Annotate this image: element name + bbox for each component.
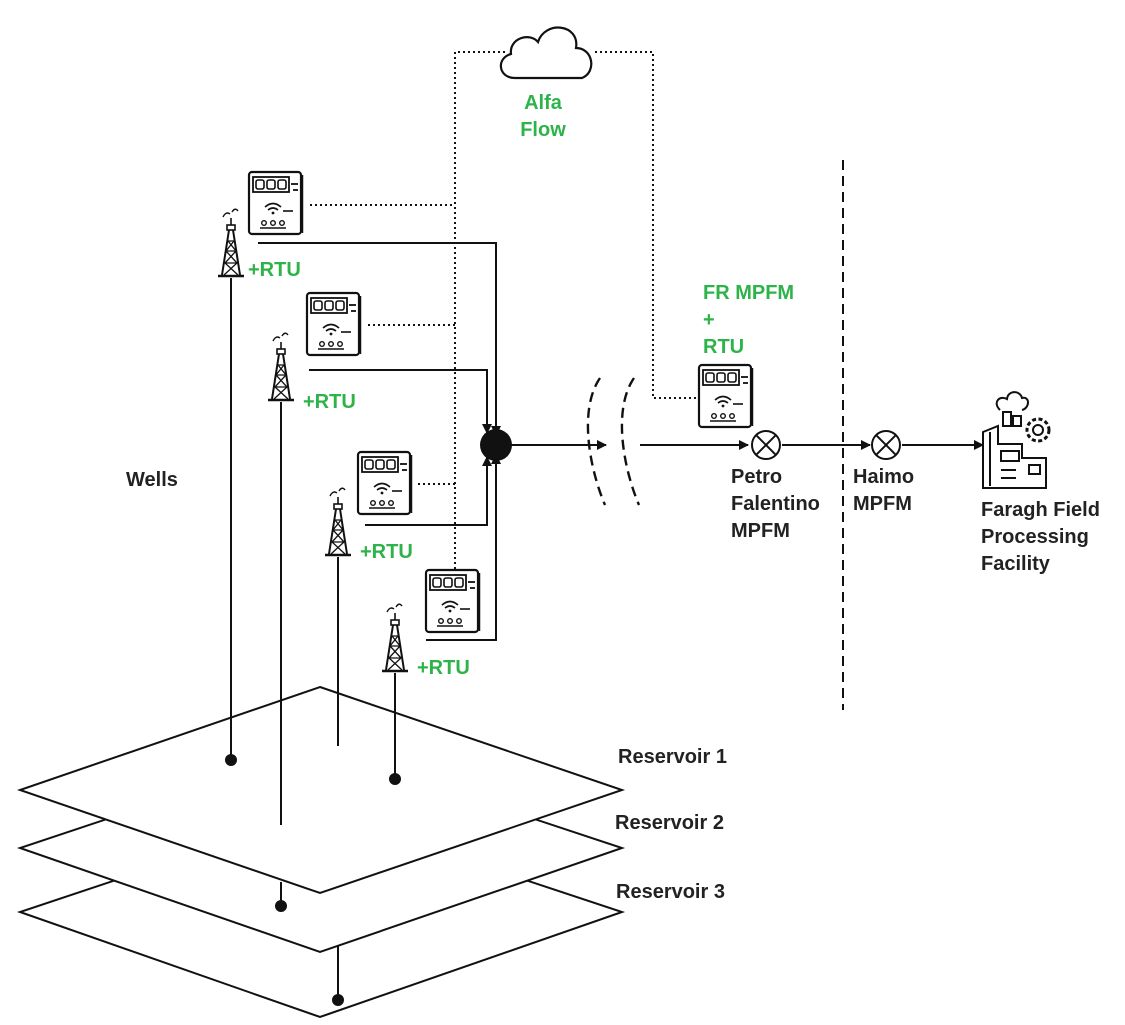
rtu-label: +RTU — [248, 259, 301, 281]
rtu-device-icon — [305, 291, 362, 357]
reservoir-label: Reservoir 1 — [618, 746, 727, 768]
meter-label: Haimo MPFM — [853, 466, 915, 515]
rtu-label: +RTU — [303, 391, 356, 413]
oil-derrick-icon — [216, 208, 246, 278]
meter-label: Petro Falentino MPFM — [731, 466, 820, 542]
fr-meter-label: FR MPFM + RTU — [703, 282, 795, 358]
reservoir-label: Reservoir 3 — [616, 881, 725, 903]
oil-derrick-icon — [380, 603, 410, 673]
oil-derrick-icon — [266, 332, 296, 402]
rtu-device-icon — [424, 568, 481, 634]
meter-x-circle-icon — [751, 430, 781, 460]
reservoir-layer-1 — [16, 685, 626, 895]
communication-links — [310, 51, 697, 570]
facility-label: Faragh Field Processing Facility — [981, 499, 1100, 575]
rtu-device-icon — [697, 363, 754, 429]
cloud-label: Alfa Flow — [520, 92, 566, 141]
rtu-label: +RTU — [360, 541, 413, 563]
rtu-label: +RTU — [417, 657, 470, 679]
cloud-icon — [499, 26, 593, 80]
rtu-device-icon — [356, 450, 413, 516]
wells-label: Wells — [126, 469, 178, 491]
reservoir-label: Reservoir 2 — [615, 812, 724, 834]
well-bores — [225, 278, 401, 1006]
rtu-device-icon — [247, 170, 304, 236]
meter-x-circle-icon — [871, 430, 901, 460]
pipeline-break-icon — [586, 377, 641, 506]
factory-icon — [982, 391, 1051, 489]
oil-derrick-icon — [323, 487, 353, 557]
manifold-node-icon — [480, 429, 512, 461]
